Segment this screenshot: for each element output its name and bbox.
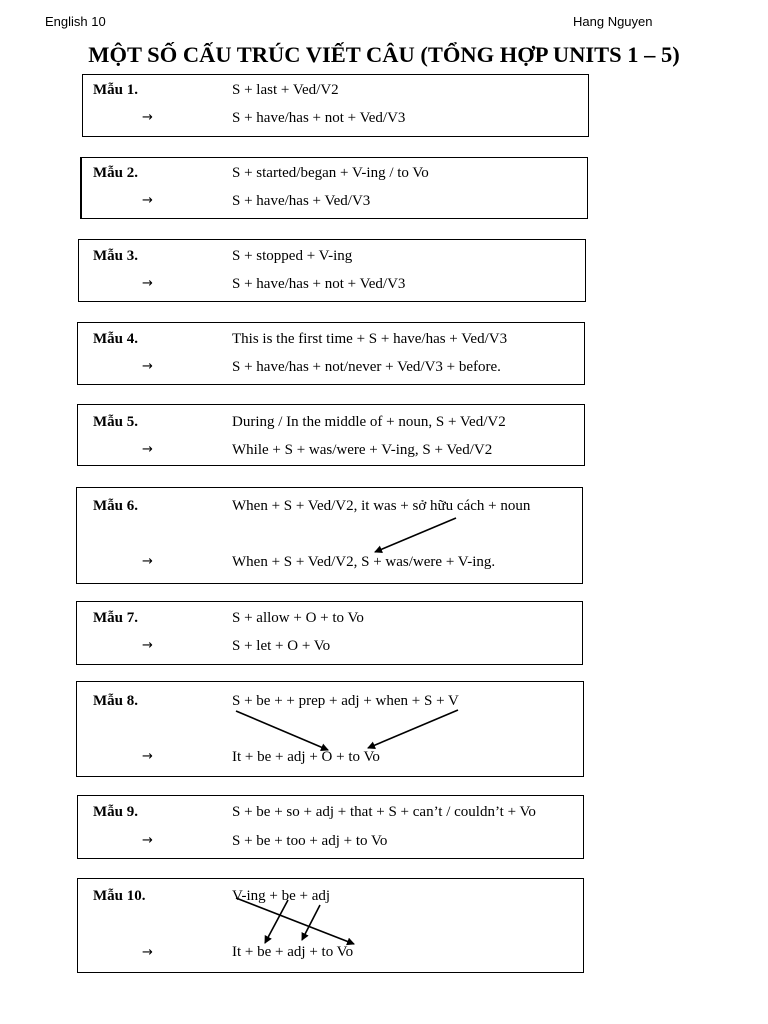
- arrow-right-icon: →: [142, 749, 153, 764]
- pattern-label: Mẫu 3.: [93, 248, 138, 264]
- pattern-line-2: S + have/has + not + Ved/V3: [232, 110, 406, 126]
- pattern-line-1: S + allow + O + to Vo: [232, 610, 364, 626]
- pattern-line-1: This is the first time + S + have/has + …: [232, 331, 508, 347]
- pattern-box-5: [77, 404, 585, 466]
- pattern-label: Mẫu 1.: [93, 82, 138, 98]
- arrow-right-icon: →: [142, 638, 153, 653]
- pattern-box-7: [76, 601, 583, 665]
- arrow-right-icon: →: [142, 554, 153, 569]
- page-title: MỘT SỐ CẤU TRÚC VIẾT CÂU (TỔNG HỢP UNITS…: [88, 42, 680, 67]
- pattern-line-2: When + S + Ved/V2, S + was/were + V-ing.: [232, 554, 496, 570]
- pattern-line-2: While + S + was/were + V-ing, S + Ved/V2: [232, 442, 493, 458]
- pattern-line-2: It + be + adj + O + to Vo: [232, 749, 380, 765]
- pattern-box-1: [82, 74, 589, 137]
- pattern-box-8: [76, 681, 584, 777]
- pattern-box-9: [77, 795, 584, 859]
- pattern-line-1: S + be + so + adj + that + S + can’t / c…: [232, 804, 536, 820]
- pattern-label: Mẫu 7.: [93, 610, 138, 626]
- arrow-right-icon: →: [142, 833, 153, 848]
- arrow-right-icon: →: [142, 276, 153, 291]
- arrow-right-icon: →: [142, 359, 153, 374]
- pattern-box-4: [77, 322, 585, 385]
- pattern-line-1: V-ing + be + adj: [232, 888, 331, 904]
- pattern-line-1: S + started/began + V-ing / to Vo: [232, 165, 429, 181]
- pattern-line-2: S + be + too + adj + to Vo: [232, 833, 388, 849]
- pattern-label: Mẫu 9.: [93, 804, 138, 820]
- pattern-label: Mẫu 6.: [93, 498, 138, 514]
- pattern-line-1: S + stopped + V-ing: [232, 248, 353, 264]
- pattern-line-2: S + let + O + Vo: [232, 638, 331, 654]
- pattern-line-1: During / In the middle of + noun, S + Ve…: [232, 414, 506, 430]
- pattern-box-2: [80, 157, 588, 219]
- header-course: English 10: [45, 14, 106, 29]
- pattern-label: Mẫu 2.: [93, 165, 138, 181]
- pattern-label: Mẫu 10.: [93, 888, 146, 904]
- pattern-line-2: S + have/has + not + Ved/V3: [232, 276, 406, 292]
- pattern-label: Mẫu 4.: [93, 331, 138, 347]
- pattern-line-2: S + have/has + Ved/V3: [232, 193, 371, 209]
- pattern-line-2: S + have/has + not/never + Ved/V3 + befo…: [232, 359, 501, 375]
- arrow-right-icon: →: [142, 110, 153, 125]
- pattern-line-2: It + be + adj + to Vo: [232, 944, 354, 960]
- pattern-line-1: S + last + Ved/V2: [232, 82, 339, 98]
- pattern-line-1: When + S + Ved/V2, it was + sở hữu cách …: [232, 498, 531, 514]
- pattern-box-3: [78, 239, 586, 302]
- pattern-line-1: S + be + + prep + adj + when + S + V: [232, 693, 459, 709]
- arrow-right-icon: →: [142, 442, 153, 457]
- arrow-right-icon: →: [142, 193, 153, 208]
- header-author: Hang Nguyen: [573, 14, 653, 29]
- pattern-label: Mẫu 5.: [93, 414, 138, 430]
- pattern-label: Mẫu 8.: [93, 693, 138, 709]
- arrow-right-icon: →: [142, 945, 153, 960]
- pattern-box-6: [76, 487, 583, 584]
